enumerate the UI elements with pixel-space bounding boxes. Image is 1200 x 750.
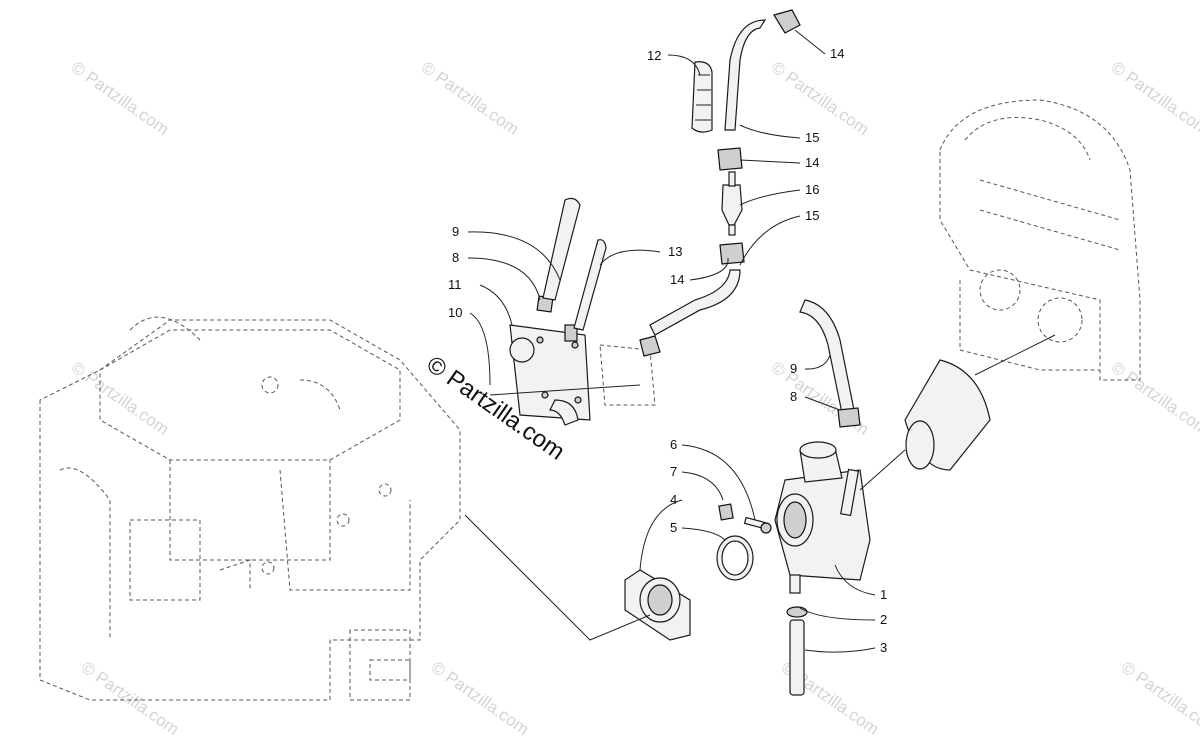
callout-3: 3 xyxy=(880,640,887,655)
callout-15: 15 xyxy=(805,130,819,145)
callout-13: 13 xyxy=(668,244,682,259)
callout-9: 9 xyxy=(452,224,459,239)
carburetor xyxy=(774,299,871,696)
callout-1: 1 xyxy=(880,587,887,602)
callout-15: 15 xyxy=(805,208,819,223)
watermark-tile: © Partzilla.com xyxy=(1118,658,1200,739)
callout-5: 5 xyxy=(670,520,677,535)
callout-12: 12 xyxy=(647,48,661,63)
airbox-outline xyxy=(939,99,1141,381)
callout-4: 4 xyxy=(670,492,677,507)
watermark-tile: © Partzilla.com xyxy=(1108,58,1200,139)
watermark-tile: © Partzilla.com xyxy=(428,658,533,739)
callout-labels: 12 14 15 14 16 15 14 13 9 8 11 10 9 8 6 … xyxy=(448,46,887,655)
fuel-line-stack xyxy=(639,9,801,357)
callout-2: 2 xyxy=(880,612,887,627)
watermark-tile: © Partzilla.com xyxy=(1108,358,1200,439)
callout-14: 14 xyxy=(805,155,819,170)
watermark-tile: © Partzilla.com xyxy=(78,658,183,739)
watermark-tile: © Partzilla.com xyxy=(68,58,173,139)
intake-flange xyxy=(624,503,772,641)
callout-7: 7 xyxy=(670,464,677,479)
watermark-tile: © Partzilla.com xyxy=(768,358,873,439)
pump-fuel-lines xyxy=(542,197,607,331)
callout-11: 11 xyxy=(448,277,462,292)
callout-leaders xyxy=(467,29,876,653)
callout-14: 14 xyxy=(670,272,684,287)
callout-9: 9 xyxy=(790,361,797,376)
watermark-tile: © Partzilla.com xyxy=(68,358,173,439)
callout-8: 8 xyxy=(790,389,797,404)
intake-boot xyxy=(904,334,1056,471)
watermark-tile: © Partzilla.com xyxy=(768,58,873,139)
callout-8: 8 xyxy=(452,250,459,265)
connector-lines xyxy=(464,384,906,641)
callout-6: 6 xyxy=(670,437,677,452)
callout-10: 10 xyxy=(448,305,462,320)
callout-16: 16 xyxy=(805,182,819,197)
callout-14: 14 xyxy=(830,46,844,61)
watermark-tiles: © Partzilla.com © Partzilla.com © Partzi… xyxy=(68,58,1200,739)
watermark-tile: © Partzilla.com xyxy=(418,58,523,139)
engine-outline xyxy=(39,316,461,701)
fuel-pump xyxy=(509,295,656,426)
